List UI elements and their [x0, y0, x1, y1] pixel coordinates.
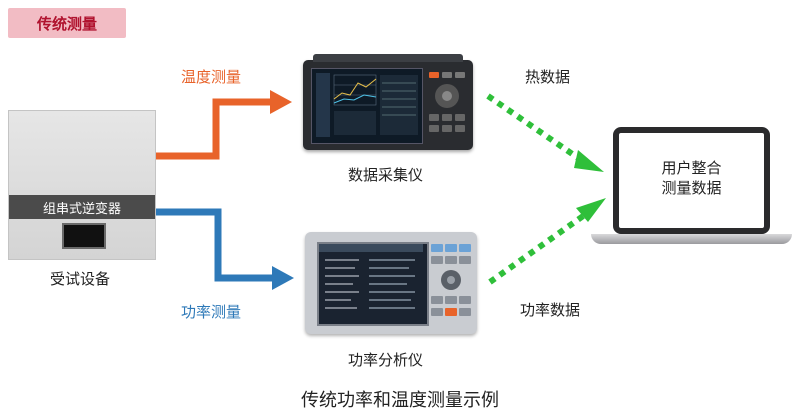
power-arrowhead [272, 266, 294, 290]
logger-screen [311, 68, 423, 144]
power-data-label: 功率数据 [520, 301, 581, 319]
logger-label: 数据采集仪 [348, 166, 424, 184]
power-data-arrowhead [576, 198, 606, 222]
inverter-band-label: 组串式逆变器 [9, 195, 155, 219]
analyzer-screen-graphic [319, 244, 423, 309]
laptop-icon [613, 127, 770, 234]
laptop-screen-text: 用户整合 测量数据 [613, 158, 770, 198]
analyzer-screen [317, 242, 429, 326]
logger-top-edge [313, 54, 463, 62]
power-flow-arrow [154, 208, 276, 282]
temperature-arrowhead [270, 90, 292, 114]
inverter-icon: 组串式逆变器 [8, 110, 156, 260]
laptop-line-1: 用户整合 [661, 159, 722, 177]
logger-keypad [427, 70, 467, 140]
temperature-measurement-label: 温度测量 [181, 68, 242, 86]
heat-data-arrow [486, 93, 586, 165]
logger-keypad-graphic [429, 72, 465, 132]
power-data-arrow [488, 211, 588, 285]
dut-label: 受试设备 [50, 270, 111, 288]
power-analyzer-icon [305, 232, 477, 334]
inverter-display [62, 223, 106, 249]
analyzer-keypad [429, 242, 473, 324]
section-badge: 传统测量 [8, 8, 126, 38]
laptop-line-2: 测量数据 [661, 179, 722, 197]
data-logger-icon [303, 54, 473, 150]
laptop-base [591, 234, 792, 244]
temperature-flow-arrow [154, 98, 274, 160]
heat-data-label: 热数据 [525, 68, 571, 86]
analyzer-keypad-graphic [431, 244, 471, 316]
figure-caption: 传统功率和温度测量示例 [301, 390, 499, 411]
analyzer-label: 功率分析仪 [348, 351, 424, 369]
heat-data-arrowhead [574, 150, 604, 172]
logger-screen-graphic [316, 73, 418, 137]
power-measurement-label: 功率测量 [181, 303, 242, 321]
